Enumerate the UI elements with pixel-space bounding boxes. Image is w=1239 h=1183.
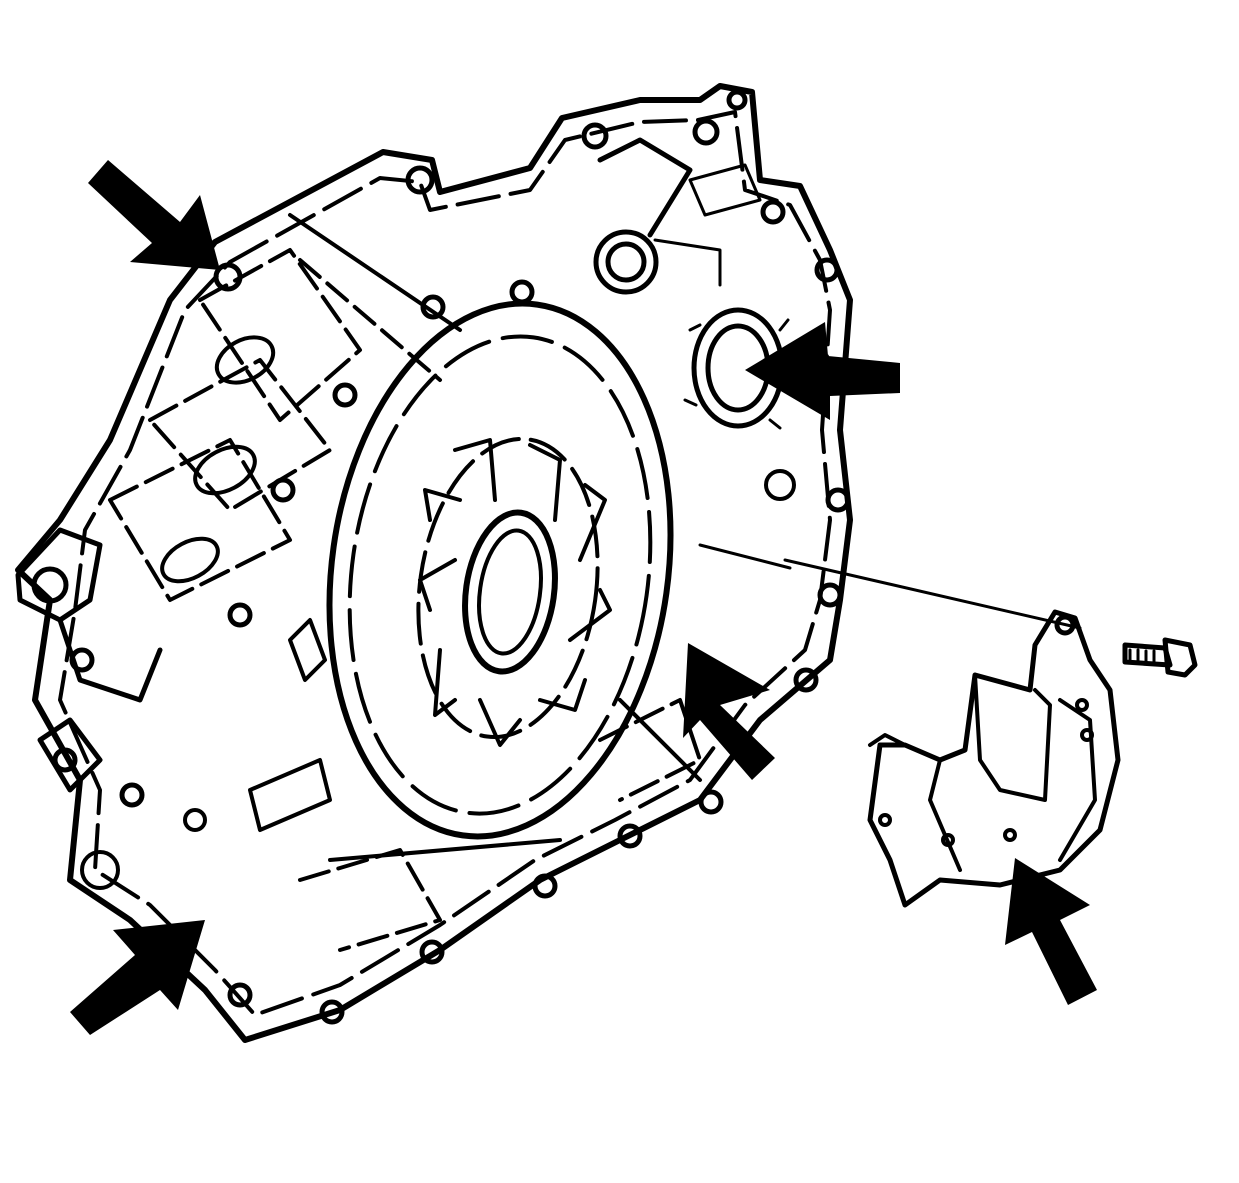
assembly-line [698,543,1082,630]
housing-cover [15,83,853,1043]
callout-arrow-bottom-left [70,920,205,1035]
housing-outline [15,83,853,1043]
callout-arrow-center-right [683,643,775,780]
bracket-body [867,609,1121,908]
cover-tab [288,618,327,682]
bolt-fastener [1122,637,1198,678]
left-mount-boss [15,527,163,793]
callout-arrow-bracket [1005,858,1097,1005]
bracket [867,609,1121,908]
callout-arrow-top-left [88,160,220,270]
upper-bearing-area [593,137,762,295]
callout-arrows [70,160,1097,1035]
case-stud-line [698,543,792,570]
callout-arrow-right-seal [745,322,900,420]
main-circular-cover [288,300,674,840]
cover-vanes [418,438,612,747]
bolt-alignment-line [783,558,1082,630]
bolt-holes [119,89,851,1025]
